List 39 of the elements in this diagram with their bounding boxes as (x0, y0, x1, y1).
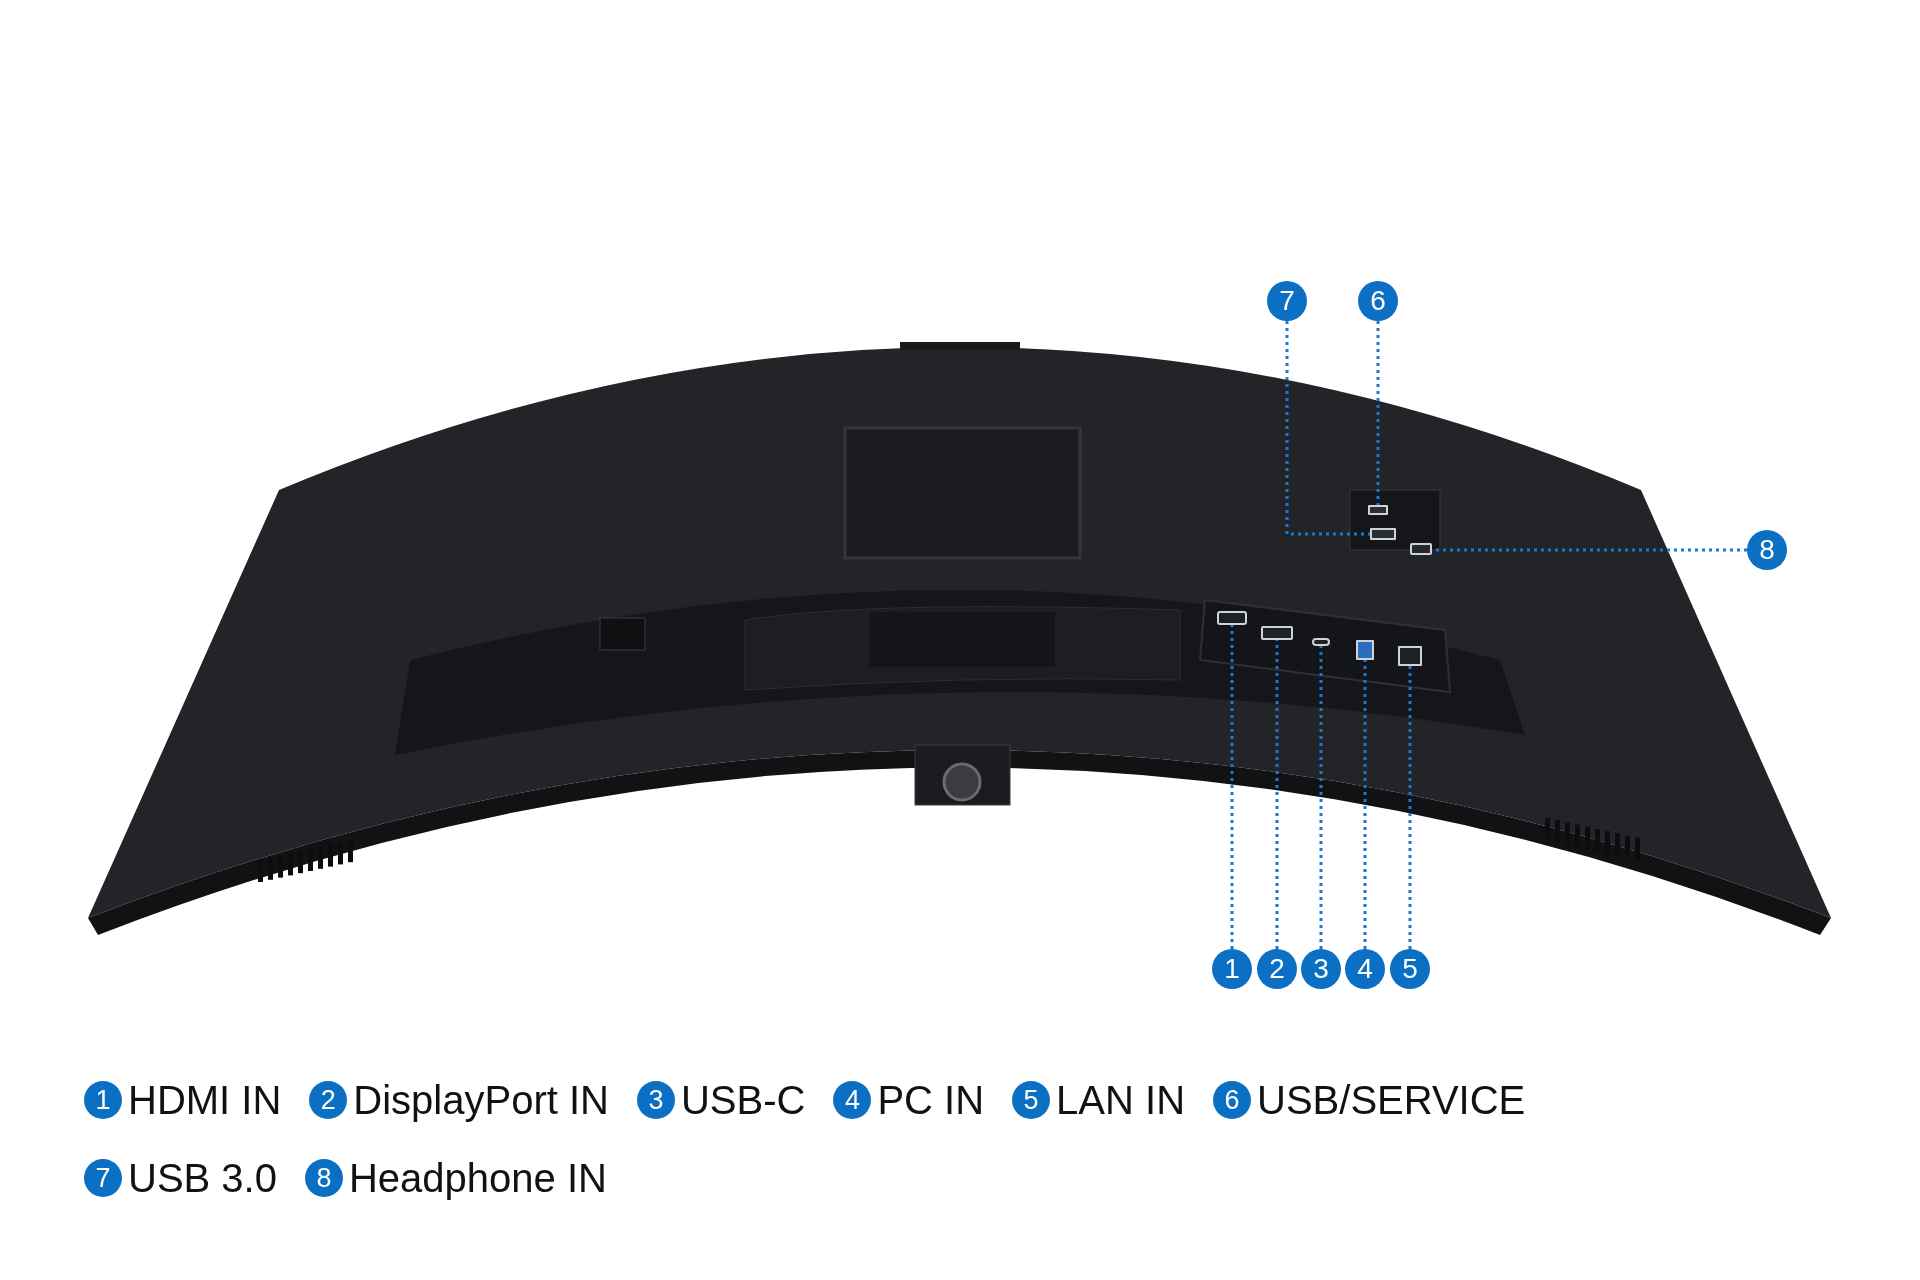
callout-number: 3 (1301, 949, 1341, 989)
callout-number: 5 (1012, 1081, 1051, 1119)
hdmi-port (1217, 611, 1247, 625)
leader-line (1376, 321, 1380, 505)
callout-number: 3 (636, 1081, 675, 1119)
usb-port (1370, 528, 1396, 540)
leader-line (1285, 321, 1370, 536)
callout-number: 2 (309, 1081, 348, 1119)
callout-number: 2 (1257, 949, 1297, 989)
lan-port (1398, 646, 1422, 666)
callout-number: 7 (84, 1159, 122, 1197)
leader-line (1230, 625, 1234, 949)
port-label: HDMI IN (128, 1078, 282, 1122)
callout-number: 1 (1212, 949, 1252, 989)
port-label: LAN IN (1056, 1078, 1186, 1122)
callout-number: 6 (1358, 281, 1398, 321)
usb-c-port (1312, 638, 1330, 646)
port-label: USB/SERVICE (1257, 1078, 1526, 1122)
headphone-jack (1410, 543, 1432, 555)
callout-number: 4 (1345, 949, 1385, 989)
port-label: PC IN (877, 1078, 985, 1122)
port-label: USB-C (680, 1078, 806, 1122)
leader-line (1275, 640, 1279, 949)
port-label: DisplayPort IN (353, 1078, 609, 1122)
usb-port (1368, 505, 1388, 515)
port-label: USB 3.0 (128, 1156, 277, 1200)
leader-line (1408, 666, 1412, 949)
callout-number: 8 (304, 1159, 343, 1197)
usb-b-port (1356, 640, 1374, 660)
callout-number: 6 (1213, 1081, 1252, 1119)
callout-number: 7 (1267, 281, 1307, 321)
callout-number: 8 (1747, 530, 1787, 570)
port-label: Headphone IN (348, 1156, 607, 1200)
leader-line (1319, 646, 1323, 949)
leader-line (1363, 660, 1367, 949)
callout-number: 1 (84, 1081, 122, 1119)
callout-number: 5 (1390, 949, 1430, 989)
callout-number: 4 (833, 1081, 872, 1119)
displayport-port (1261, 626, 1293, 640)
